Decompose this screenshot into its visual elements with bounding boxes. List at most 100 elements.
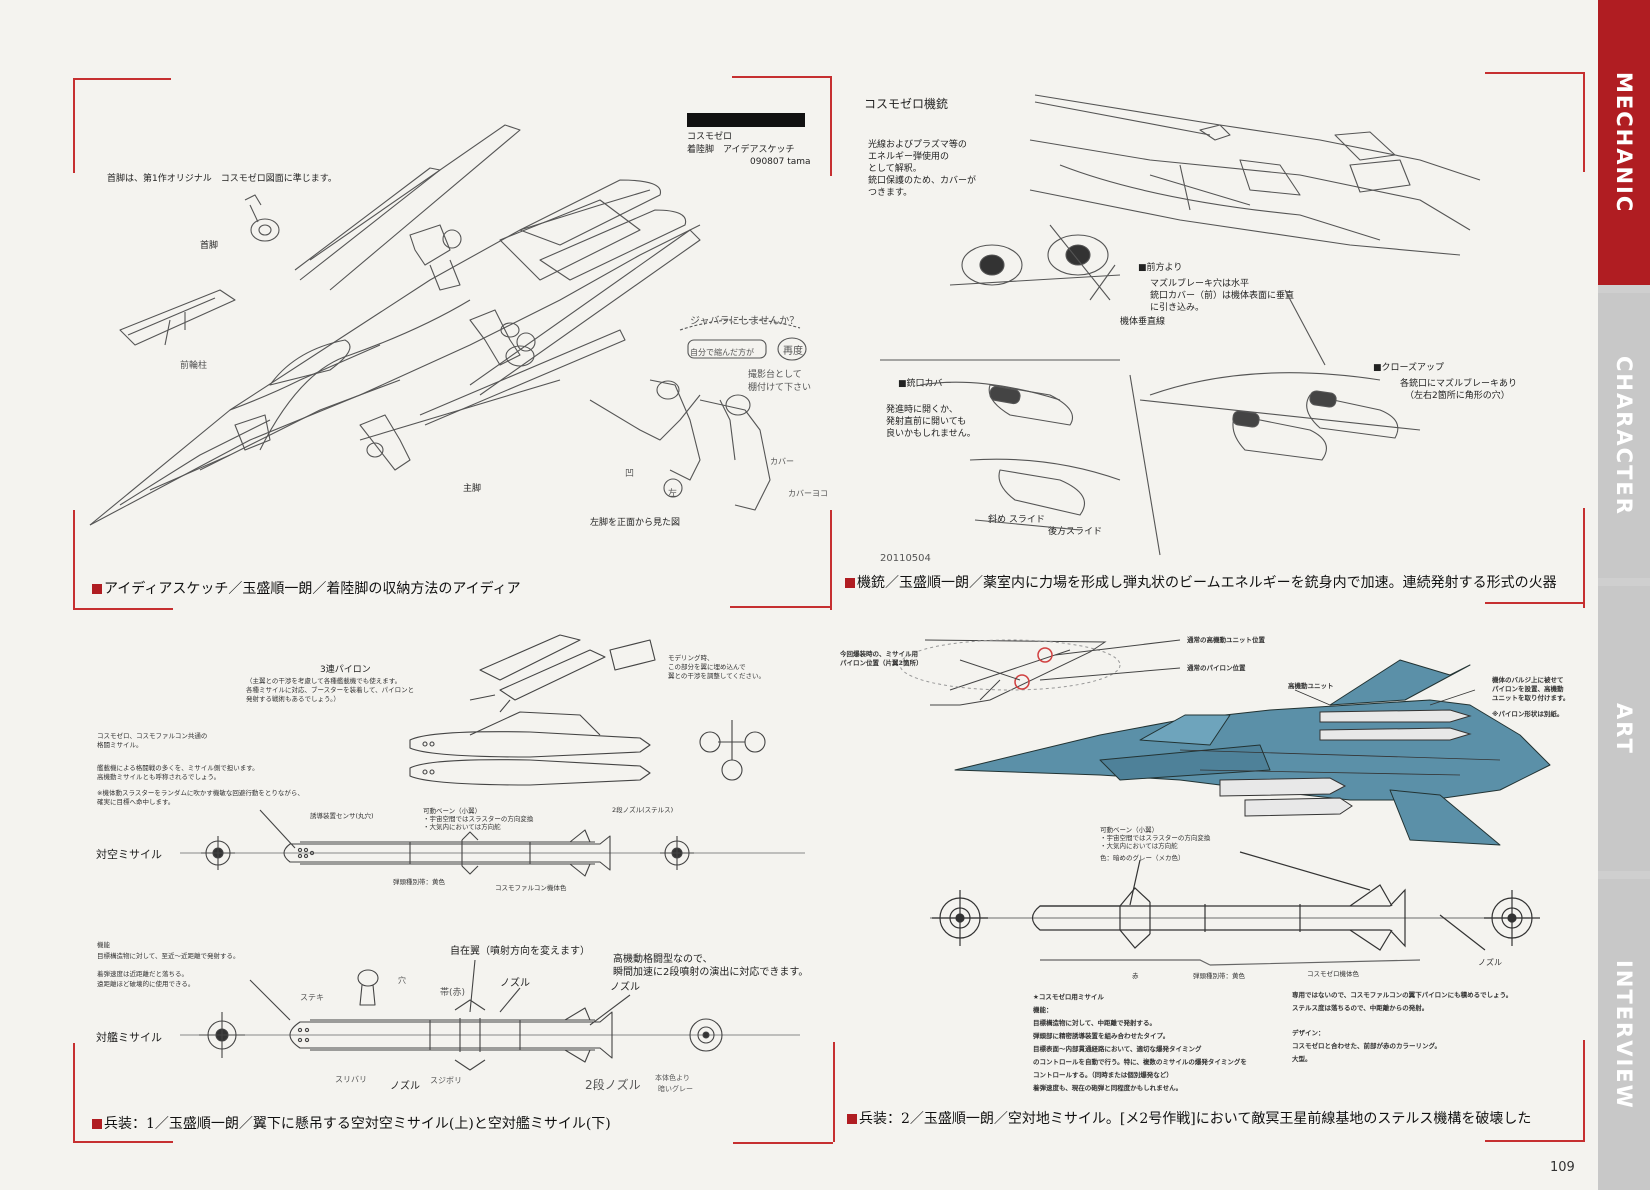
main-gear-label: 主脚 xyxy=(463,484,482,494)
gun-desc-4: 銃口保護のため、カバーが xyxy=(868,176,977,186)
gun-title: コスモゼロ機銃 xyxy=(864,97,949,111)
nozzle-label: ノズル xyxy=(1478,958,1502,967)
cover-desc-3: 良いかもしれません。 xyxy=(886,429,976,439)
cover-desc-1: 発進時に開くか、 xyxy=(886,405,958,415)
vane-2: ・宇宙空間ではスラスターの方向変換 xyxy=(1100,834,1211,842)
spec2-0: 専用ではないので、コスモファルコンの翼下パイロンにも積めるでしょう。 xyxy=(1292,991,1513,999)
intro3-2: 確実に目標へ命中します。 xyxy=(97,798,175,806)
normal-unit-label: 通常の高機動ユニット位置 xyxy=(1187,636,1265,644)
aam-label: 対空ミサイル xyxy=(96,848,162,861)
normal-pylon-label: 通常のパイロン位置 xyxy=(1187,664,1246,672)
caption-marker xyxy=(845,578,855,588)
spec-title: ★コスモゼロ用ミサイル xyxy=(1033,993,1104,1001)
function-desc-3: 遠距離ほど破壊的に使用できる。 xyxy=(97,980,195,988)
pylon-title: 3連パイロン xyxy=(320,665,371,675)
function-desc-2: 着弾速度は近距離だと落ちる。 xyxy=(97,970,188,978)
pylon-desc-1: （主翼との干渉を考慮して各種艦載機でも使えます。 xyxy=(246,677,402,685)
hand-note: ジャバラにしませんか？ xyxy=(690,316,800,327)
blue-fighter-render xyxy=(899,639,1551,966)
design-1: コスモゼロと合わせた、前部が赤のカラーリング。 xyxy=(1292,1042,1441,1050)
caption-text: 兵装：2／玉盛順一朗／空対地ミサイル。[メ2号作戦]において敵冥王星前線基地のス… xyxy=(859,1111,1532,1127)
cosmo-zero-gear-sketch xyxy=(89,124,807,526)
hand-note: スジボリ xyxy=(430,1076,462,1085)
front-desc-1: マズルブレーキ穴は水平 xyxy=(1150,279,1250,289)
front-desc-3: に引き込み。 xyxy=(1150,303,1205,313)
hand-note: 再度 xyxy=(783,346,803,357)
gun-desc-5: つきます。 xyxy=(868,188,913,198)
sheet-date: 090807 tama xyxy=(750,157,811,167)
aam-vane-1: 可動ベーン（小翼） xyxy=(423,807,482,815)
caption-text: 兵装：1／玉盛順一朗／翼下に懸吊する空対空ミサイル(上)と空対艦ミサイル(下) xyxy=(104,1116,611,1132)
pylon-desc-2: 各種ミサイルに対応、ブースターを装着して、パイロンと xyxy=(246,686,415,694)
front-desc-2: 銃口カバー（前）は機体表面に垂直 xyxy=(1150,291,1295,301)
gun-date: 20110504 xyxy=(880,553,931,564)
closeup-desc-1: 各銃口にマズルブレーキあり xyxy=(1400,379,1518,389)
aam-nozzle: 2段ノズル(ステルス) xyxy=(612,806,674,814)
caption-marker xyxy=(92,1119,102,1129)
asm-label: 対艦ミサイル xyxy=(96,1031,162,1044)
hand-note: 前輪柱 xyxy=(180,361,208,371)
left-leg-label: 左脚を正面から見た図 xyxy=(590,518,681,528)
caption-marker xyxy=(92,584,102,594)
hand-note: 穴 xyxy=(398,976,406,985)
hand-note: 本体色より xyxy=(655,1074,690,1082)
asm-highmob-1: 高機動格闘型なので、 xyxy=(613,954,713,965)
red-band-label: 赤 xyxy=(1132,972,1139,980)
color-note: 色：暗めのグレー（メカ色） xyxy=(1100,854,1185,862)
spec-2: 弾頭部に精密誘導装置を組み合わせたタイプ。 xyxy=(1033,1032,1170,1040)
caption-text: アイディアスケッチ／玉盛順一朗／着陸脚の収納方法のアイディア xyxy=(104,581,521,597)
spec-0: 機能： xyxy=(1033,1006,1053,1014)
caption-text: 機銃／玉盛順一朗／薬室内に力場を形成し弾丸状のビームエネルギーを銃身内で加速。連… xyxy=(857,575,1557,591)
front-title: ■前方より xyxy=(1138,263,1183,273)
design-2: 大型。 xyxy=(1292,1055,1312,1063)
sidebar-tab-art[interactable]: ART xyxy=(1598,586,1650,871)
hand-note: 左 xyxy=(668,489,678,499)
slide-diagonal-label: 斜め スライド xyxy=(988,515,1045,525)
sidebar-tab-mechanic[interactable]: MECHANIC xyxy=(1598,0,1650,285)
slide-back-label: 後方スライド xyxy=(1048,527,1103,537)
asm-nozzle3: ノズル xyxy=(390,1081,420,1092)
design-0: デザイン： xyxy=(1292,1029,1325,1037)
vane-1: 可動ベーン（小翼） xyxy=(1100,826,1159,834)
closeup-desc-2: （左右2箇所に角形の穴） xyxy=(1405,391,1510,401)
vane-3: ・大気内においては方向舵 xyxy=(1100,842,1178,850)
pylon-desc-3: 発射する戦術もあるでしょう。） xyxy=(246,695,340,703)
caption-marker xyxy=(847,1114,857,1124)
hand-note: 棚付けて下さい xyxy=(748,383,812,393)
redaction-bar xyxy=(687,113,805,127)
function-title: 機能 xyxy=(97,941,110,949)
intro3-1: ※機体動スラスターをランダムに吹かす機敏な回避行動をとりながら、 xyxy=(97,789,304,797)
closeup-title: ■クローズアップ xyxy=(1373,363,1445,373)
spec-5: コントロールする。（同時または個別爆発など） xyxy=(1033,1071,1173,1079)
vertical-label: 機体垂直線 xyxy=(1120,317,1166,327)
sheet-subtitle: 着陸脚 アイデアスケッチ xyxy=(687,145,795,155)
aam-vane-2: ・宇宙空間ではスラスターの方向変換 xyxy=(423,815,534,823)
warhead-band-label: 弾頭種別帯：黄色 xyxy=(1193,972,1245,980)
spec-1: 目標構造物に対して、中距離で発射する。 xyxy=(1033,1019,1156,1027)
spec-3: 目標表面～内部貫通経路において、適切な爆発タイミング xyxy=(1033,1045,1202,1053)
fuselage-note-3: ユニットを取り付けます。 xyxy=(1492,694,1570,702)
hand-note: 凹 xyxy=(625,469,635,479)
spec2-1: ステルス度は落ちるので、中距離からの発射。 xyxy=(1292,1004,1429,1012)
hand-note: ステキ xyxy=(300,993,324,1002)
missile-sketch xyxy=(180,634,805,1071)
intro2-1: 艦載機による格闘戦の多くを、ミサイル側で担います。 xyxy=(97,764,259,772)
aam-sensor: 誘導装置センサ(丸穴) xyxy=(310,812,374,820)
hand-note: スリバリ xyxy=(335,1075,367,1084)
pylon-shape-note: ※パイロン形状は別紙。 xyxy=(1492,710,1564,718)
hand-note: 帯(赤) xyxy=(440,988,466,998)
intro2-2: 高機動ミサイルとも呼称されるでしょう。 xyxy=(97,773,221,781)
machine-gun-sketch xyxy=(880,94,1481,556)
body-color-label: コスモゼロ機体色 xyxy=(1307,970,1359,978)
sidebar-tab-character[interactable]: CHARACTER xyxy=(1598,293,1650,578)
hand-note: 撮影台として xyxy=(748,370,802,380)
highmob-unit-label: 高機動ユニット xyxy=(1288,682,1334,690)
spec-6: 着弾速度も、現在の砲弾と同程度かもしれません。 xyxy=(1033,1084,1183,1092)
intro-2: 格闘ミサイル。 xyxy=(97,741,143,749)
panel2-caption: 機銃／玉盛順一朗／薬室内に力場を形成し弾丸状のビームエネルギーを銃身内で加速。連… xyxy=(845,572,1557,592)
asm-highmob-2: 瞬間加速に2段噴射の演出に対応できます。 xyxy=(613,967,809,978)
aam-body: 弾頭種別帯：黄色 xyxy=(393,878,445,886)
page-number: 109 xyxy=(1550,1160,1575,1175)
panel1-caption: アイディアスケッチ／玉盛順一朗／着陸脚の収納方法のアイディア xyxy=(92,578,521,598)
sidebar-tab-interview[interactable]: INTERVIEW xyxy=(1598,879,1650,1190)
